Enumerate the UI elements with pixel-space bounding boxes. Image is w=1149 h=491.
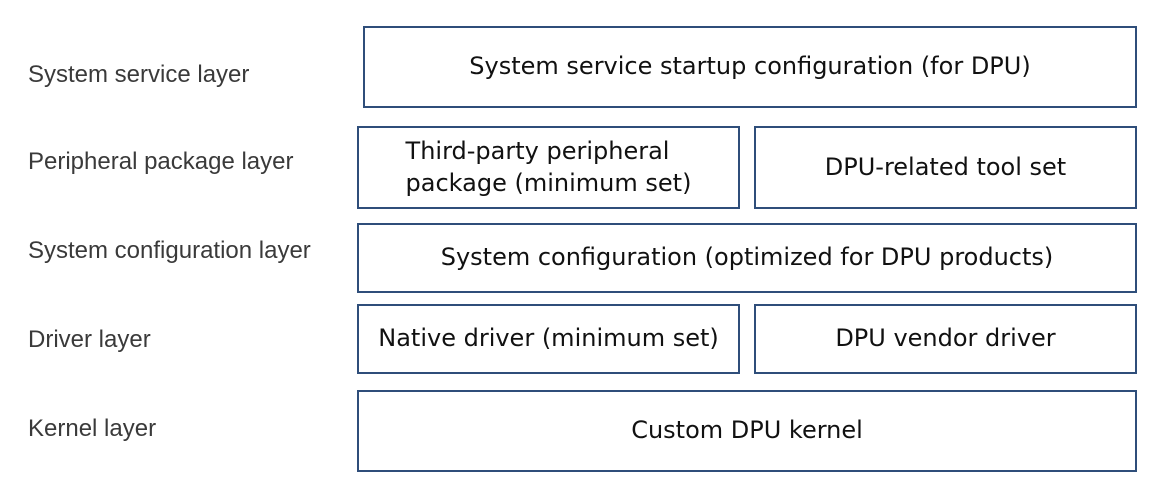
- box-third-party-peripheral: Third-party peripheral package (minimum …: [357, 126, 740, 209]
- box-system-service-startup-text: System service startup configuration (fo…: [469, 52, 1031, 81]
- label-driver-layer: Driver layer: [28, 326, 151, 353]
- box-third-party-peripheral-text: Third-party peripheral package (minimum …: [405, 136, 692, 197]
- box-native-driver: Native driver (minimum set): [357, 304, 740, 374]
- label-kernel-layer: Kernel layer: [28, 415, 157, 442]
- label-peripheral-package-layer: Peripheral package layer: [28, 148, 294, 175]
- box-system-service-startup: System service startup configuration (fo…: [363, 26, 1137, 108]
- label-system-service-layer: System service layer: [28, 61, 250, 88]
- box-dpu-tool-set-text: DPU-related tool set: [824, 152, 1067, 181]
- box-system-configuration-text: System configuration (optimized for DPU …: [440, 243, 1054, 272]
- label-system-configuration-layer: System configuration layer: [28, 237, 311, 264]
- box-native-driver-text: Native driver (minimum set): [378, 324, 719, 353]
- box-system-configuration: System configuration (optimized for DPU …: [357, 223, 1137, 293]
- box-dpu-vendor-driver-text: DPU vendor driver: [835, 324, 1056, 353]
- box-custom-kernel: Custom DPU kernel: [357, 390, 1137, 472]
- box-custom-kernel-text: Custom DPU kernel: [631, 416, 863, 445]
- box-dpu-tool-set: DPU-related tool set: [754, 126, 1137, 209]
- box-dpu-vendor-driver: DPU vendor driver: [754, 304, 1137, 374]
